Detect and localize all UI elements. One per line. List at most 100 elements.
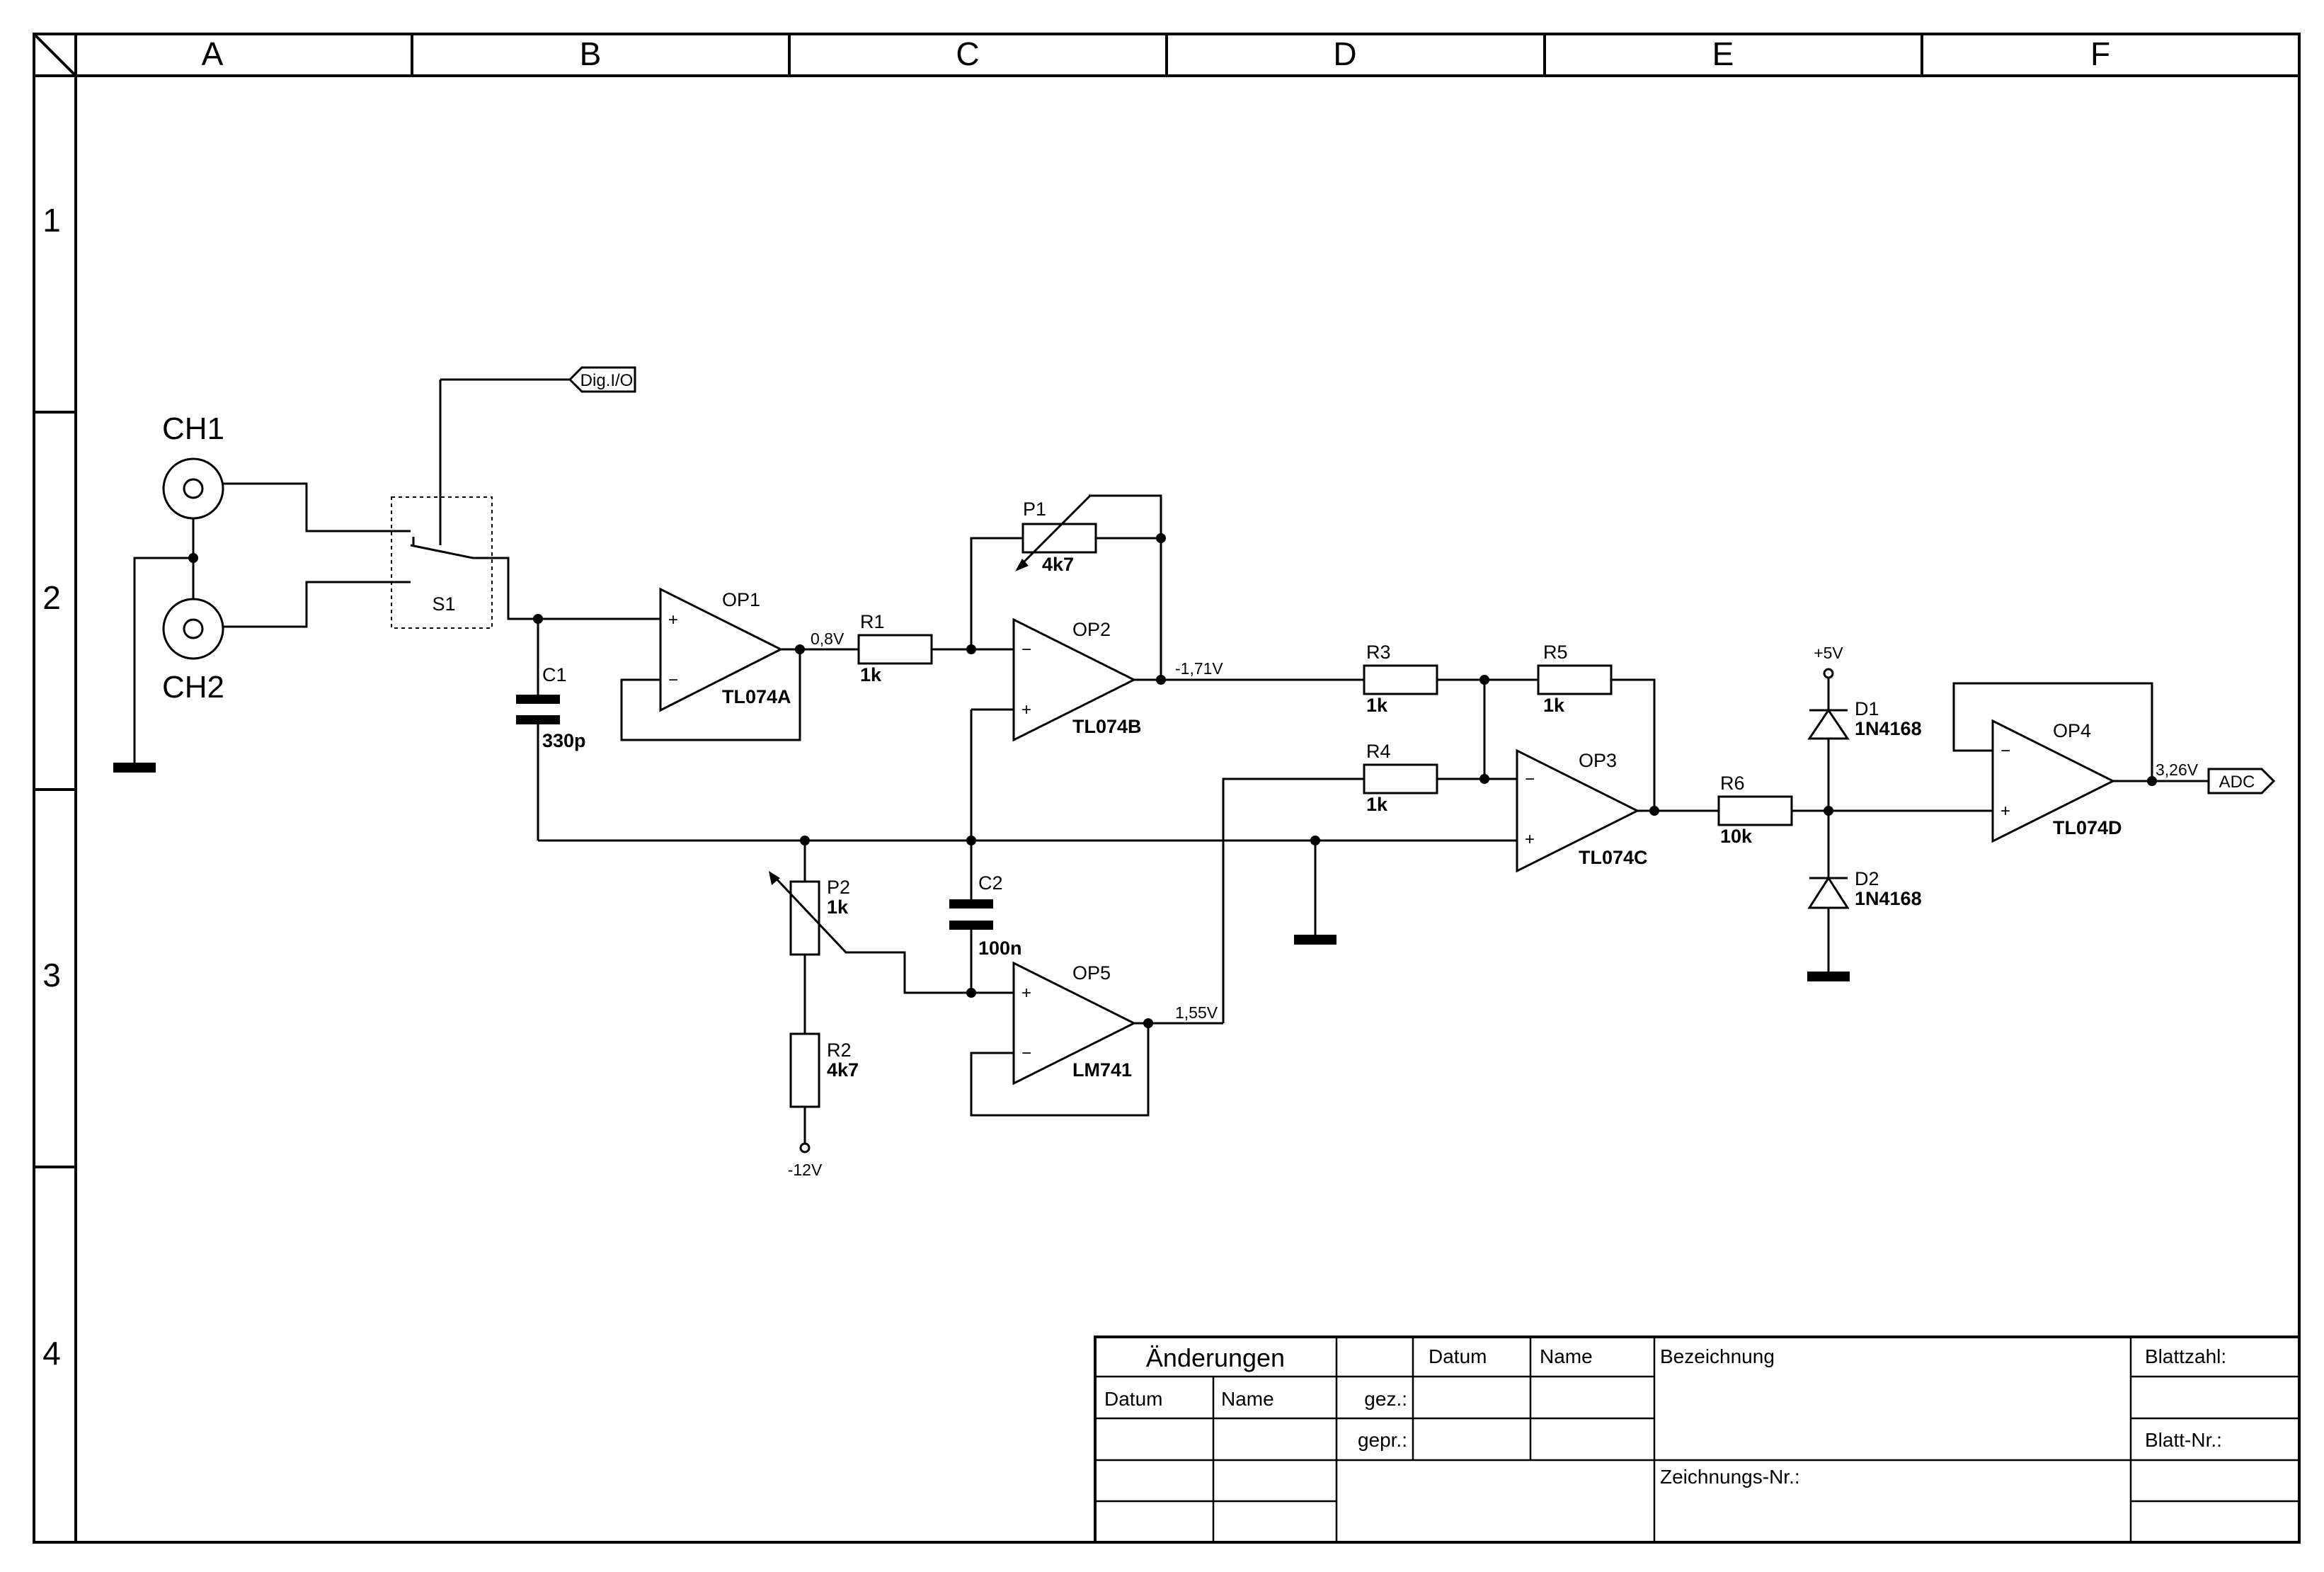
sheet-count-label: Blattzahl:: [2145, 1345, 2226, 1367]
op4-output-voltage: 3,26V: [2156, 761, 2199, 779]
ground-symbol-diodes: [1807, 972, 1850, 981]
port-adc[interactable]: ADC: [2207, 768, 2276, 794]
diode-d2: D2 1N4168: [1807, 811, 1922, 974]
op3-type: TL074C: [1579, 847, 1648, 868]
connector-ch1: CH1: [162, 411, 224, 520]
drawing-frame: [33, 33, 2301, 1544]
r2-ref: R2: [827, 1040, 852, 1061]
designation-label: Bezeichnung: [1660, 1345, 1775, 1367]
connector-ch2: CH2: [162, 598, 224, 705]
op5-plus-pin: +: [1021, 984, 1031, 1003]
opamp-op4: − + OP4 TL074D 3,26V: [1952, 682, 2209, 843]
zone-row-2: 2: [42, 579, 61, 616]
ch2-label: CH2: [162, 670, 224, 705]
op2-plus-pin: +: [1021, 700, 1031, 719]
zone-row-3: 3: [42, 957, 61, 993]
adc-label: ADC: [2219, 773, 2255, 792]
zone-row-1: 1: [42, 202, 61, 239]
op4-plus-pin: +: [2000, 802, 2010, 821]
opamp-op5: + − OP5 LM741 1,55V: [970, 961, 1223, 1117]
s1-label: S1: [432, 593, 455, 615]
p1-value: 4k7: [1042, 554, 1074, 575]
r4-value: 1k: [1366, 794, 1388, 815]
r4-ref: R4: [1366, 741, 1391, 762]
connector-shield-wires: [133, 518, 198, 767]
diode-d1: +5V D1 1N4168: [1807, 644, 1922, 811]
vee-label: -12V: [788, 1161, 823, 1179]
op1-ref: OP1: [722, 589, 760, 610]
zone-col-e: E: [1712, 35, 1734, 72]
op1-minus-pin: −: [668, 671, 678, 690]
c1-value: 330p: [542, 730, 586, 751]
op4-ref: OP4: [2053, 720, 2091, 741]
r5-value: 1k: [1543, 695, 1565, 716]
zone-labels: A B C D E F 1 2 3 4: [42, 35, 2110, 1372]
potentiometer-p2: P2 1k: [769, 841, 1014, 1034]
ground-symbol-input: [113, 763, 156, 773]
resistor-r4: R4 1k: [1222, 680, 1517, 1023]
op5-type: LM741: [1072, 1059, 1132, 1081]
changes-name-header: Name: [1221, 1388, 1274, 1410]
port-dig-io[interactable]: Dig.I/O: [568, 366, 636, 393]
op2-type: TL074B: [1072, 716, 1142, 737]
capacitor-c2: C2 100n: [949, 872, 1022, 993]
d1-ref: D1: [1855, 698, 1879, 719]
op1-output-voltage: 0,8V: [811, 630, 845, 648]
op4-minus-pin: −: [2000, 741, 2010, 761]
r5-ref: R5: [1543, 642, 1568, 663]
r1-value: 1k: [860, 664, 882, 685]
zone-col-a: A: [202, 35, 224, 72]
op3-minus-pin: −: [1525, 770, 1535, 789]
opamp-op1: + − OP1 TL074A 0,8V: [533, 587, 859, 741]
zone-col-d: D: [1333, 35, 1356, 72]
potentiometer-p1: P1 4k7: [1015, 494, 1166, 680]
ground-symbol-rail: [1294, 935, 1336, 945]
sheet-number-label: Blatt-Nr.:: [2145, 1429, 2222, 1451]
resistor-r3: R3 1k: [1161, 642, 1484, 716]
resistor-r5: R5 1k: [1479, 642, 1656, 811]
zone-col-f: F: [2090, 35, 2110, 72]
r1-ref: R1: [860, 611, 885, 632]
op2-ref: OP2: [1072, 619, 1111, 640]
name-header: Name: [1540, 1345, 1593, 1367]
d1-type: 1N4168: [1855, 718, 1922, 739]
zone-row-4: 4: [42, 1335, 61, 1372]
opamp-op3: − + OP3 TL074C: [1516, 748, 1719, 873]
switch-wiring: [223, 378, 570, 628]
changes-heading: Änderungen: [1146, 1343, 1285, 1372]
dig-io-label: Dig.I/O: [580, 371, 634, 390]
opamp-op2: − + OP2 TL074B -1,71V: [966, 537, 1223, 742]
zone-col-c: C: [956, 35, 979, 72]
r2-value: 4k7: [827, 1059, 859, 1081]
op5-ref: OP5: [1072, 962, 1111, 984]
p2-value: 1k: [827, 896, 849, 918]
p2-ref: P2: [827, 877, 850, 898]
op3-plus-pin: +: [1525, 830, 1535, 849]
date-header: Datum: [1429, 1345, 1487, 1367]
op3-ref: OP3: [1579, 750, 1617, 771]
resistor-r6: R6 10k: [1717, 773, 1993, 847]
op1-plus-pin: +: [668, 610, 678, 630]
p1-ref: P1: [1023, 499, 1046, 520]
r3-ref: R3: [1366, 642, 1391, 663]
vcc-label: +5V: [1814, 644, 1843, 662]
drawing-number-label: Zeichnungs-Nr.:: [1660, 1466, 1800, 1488]
c2-value: 100n: [978, 938, 1022, 959]
checked-label: gepr.:: [1358, 1429, 1407, 1451]
r3-value: 1k: [1366, 695, 1388, 716]
d2-ref: D2: [1855, 868, 1879, 889]
changes-date-header: Datum: [1104, 1388, 1162, 1410]
d2-type: 1N4168: [1855, 888, 1922, 909]
op5-output-voltage: 1,55V: [1175, 1003, 1218, 1022]
ch1-label: CH1: [162, 411, 224, 446]
zone-col-b: B: [580, 35, 602, 72]
title-block: Änderungen Datum Name Datum Name gez.: g…: [1094, 1335, 2301, 1544]
op5-minus-pin: −: [1021, 1044, 1031, 1063]
c2-ref: C2: [978, 872, 1003, 894]
r6-value: 10k: [1720, 826, 1753, 847]
capacitor-c1: C1 330p: [516, 619, 586, 841]
c1-ref: C1: [542, 664, 567, 685]
op1-type: TL074A: [722, 686, 791, 707]
resistor-r2: R2 4k7 -12V: [788, 1032, 859, 1179]
